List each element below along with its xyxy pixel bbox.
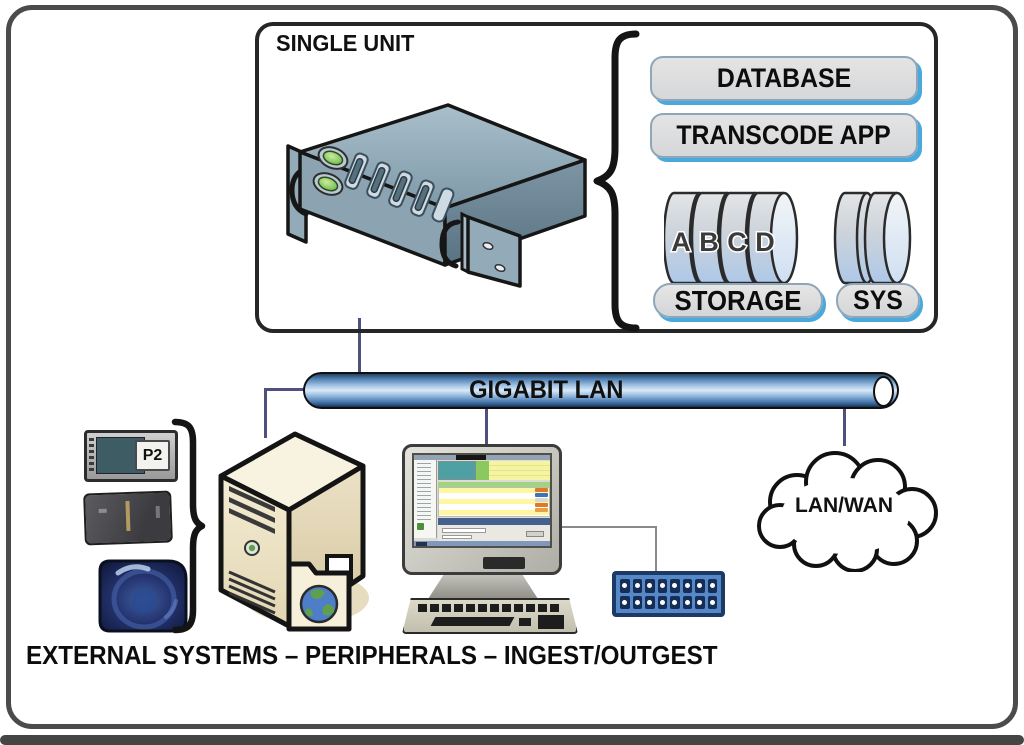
p2-card-icon: P2 xyxy=(84,430,178,482)
portable-drive-icon xyxy=(83,490,173,546)
drive-stripe xyxy=(125,501,131,531)
switch-port xyxy=(645,595,655,609)
p2-connector-notches xyxy=(89,438,94,474)
storage-disks-icon: A B C D xyxy=(664,191,799,285)
app-form-button xyxy=(526,531,544,537)
switch-port xyxy=(620,579,630,593)
switch-port xyxy=(695,595,705,609)
app-teal-panel xyxy=(438,461,476,480)
app-button-column xyxy=(535,488,548,516)
sys-disks-icon xyxy=(833,191,912,285)
single-unit-title: SINGLE UNIT xyxy=(276,30,415,56)
switch-port xyxy=(707,579,717,593)
disk-d-label: D xyxy=(755,227,775,257)
app-toolbar-bar xyxy=(438,518,550,525)
tower-pc-icon xyxy=(218,431,369,629)
app-green-strip xyxy=(476,461,489,480)
switch-port xyxy=(657,595,667,609)
monitor-stand xyxy=(428,575,538,599)
app-logo xyxy=(417,523,424,530)
connector-monitor-to-switch-h xyxy=(560,526,657,528)
monitor-screen xyxy=(412,453,552,548)
sys-label: SYS xyxy=(853,285,903,315)
switch-port xyxy=(682,579,692,593)
switch-port xyxy=(657,579,667,593)
curly-brace-peripherals-icon xyxy=(171,418,206,634)
switch-port xyxy=(707,595,717,609)
app-taskbar xyxy=(414,541,550,546)
disk-c-label: C xyxy=(727,227,747,257)
storage-block: STORAGE xyxy=(653,283,823,318)
switch-port xyxy=(632,595,642,609)
connector-lan-to-cloud xyxy=(843,408,846,446)
app-table-header xyxy=(438,482,550,487)
p2-card-label: P2 xyxy=(135,440,170,471)
switch-port xyxy=(620,595,630,609)
app-form-field-1 xyxy=(442,528,486,533)
keyboard-numpad xyxy=(538,615,564,629)
switch-port xyxy=(632,579,642,593)
monitor-power-button xyxy=(483,557,525,569)
single-unit-box xyxy=(255,22,938,333)
keyboard-arrow-keys xyxy=(519,618,532,626)
storage-label: STORAGE xyxy=(674,284,802,316)
rack-server-icon xyxy=(286,103,587,288)
gigabit-lan-label: GIGABIT LAN xyxy=(468,376,624,404)
connector-server-to-lan xyxy=(358,318,361,373)
sys-disk-2 xyxy=(863,191,912,285)
app-title-chip xyxy=(456,455,486,460)
switch-port xyxy=(695,579,705,593)
folder-globe-icon xyxy=(286,554,353,632)
keyboard-spacebar xyxy=(430,617,515,626)
app-table xyxy=(438,487,550,517)
switch-port xyxy=(645,579,655,593)
lan-wan-label: LAN/WAN xyxy=(795,494,893,517)
connector-lan-to-tower-h xyxy=(264,388,305,391)
diagram-caption: EXTERNAL SYSTEMS – PERIPHERALS – INGEST/… xyxy=(26,640,718,670)
transcode-app-label: TRANSCODE APP xyxy=(676,120,892,150)
app-taskbar-chip xyxy=(416,542,427,546)
keyboard-icon xyxy=(402,598,578,634)
connector-monitor-to-switch-v xyxy=(655,526,657,572)
frame-bottom-shadow xyxy=(0,735,1024,745)
drive-mark xyxy=(99,509,108,514)
switch-port xyxy=(682,595,692,609)
database-block: DATABASE xyxy=(650,56,918,101)
lan-wan-cloud-icon: LAN/WAN xyxy=(757,451,938,572)
transcode-app-block: TRANSCODE APP xyxy=(650,113,918,158)
switch-port xyxy=(670,579,680,593)
gigabit-lan-pipe: GIGABIT LAN xyxy=(303,372,899,409)
app-sidebar-tree xyxy=(417,459,431,521)
network-switch-icon xyxy=(612,571,725,617)
switch-port xyxy=(670,595,680,609)
connector-lan-to-tower-v xyxy=(264,388,267,438)
app-yellow-rows xyxy=(489,461,550,480)
drive-mark-2 xyxy=(155,506,160,519)
database-label: DATABASE xyxy=(716,63,852,93)
pipe-end-cap xyxy=(873,376,894,407)
keyboard-keys-row xyxy=(417,604,563,612)
disk-b-label: B xyxy=(699,227,719,257)
curly-brace-unit-icon xyxy=(593,30,640,332)
connector-lan-to-workstation xyxy=(485,408,488,448)
disk-a-label: A xyxy=(671,227,691,257)
disk-d xyxy=(746,191,799,285)
app-form-field-2 xyxy=(442,535,472,539)
sys-block: SYS xyxy=(836,283,920,318)
